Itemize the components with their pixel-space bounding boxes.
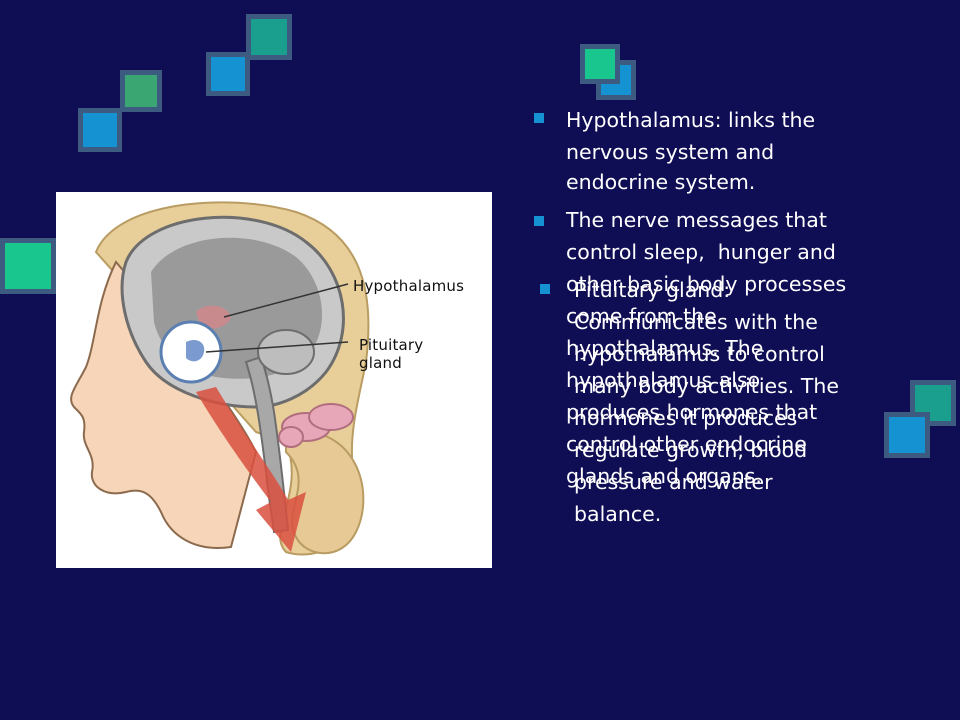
bullet-marker: [534, 113, 544, 123]
bullet-text-line: hypothalamus to control: [574, 342, 825, 366]
bullet-marker: [540, 284, 550, 294]
bullet-text-line: pressure and water: [574, 470, 773, 494]
bullet-text-line: regulate growth, blood: [574, 438, 808, 462]
label-pituitary-line1: Pituitary: [359, 336, 424, 354]
decor-square: [246, 14, 292, 60]
bullet-text-line: glands and organs.: [566, 464, 762, 488]
bullet-text-line: control sleep, hunger and: [566, 240, 836, 264]
bullet-text-line: The nerve messages that: [566, 208, 827, 232]
bullet-text-line: many body activities. The: [574, 374, 839, 398]
label-pituitary-line2: gland: [359, 354, 402, 372]
decor-square: [580, 44, 620, 84]
bullet-text-line: control other endocrine: [566, 432, 807, 456]
label-hypothalamus: Hypothalamus: [353, 277, 465, 295]
bullet-text-line: come from the: [566, 304, 717, 328]
bullet-text-line: other basic body processes: [566, 272, 847, 296]
bullet-text-line: Hypothalamus: links the: [566, 108, 816, 132]
bullet-text-line: nervous system and: [566, 140, 775, 164]
bullet-text-line: hypothalamus also: [566, 368, 761, 392]
bullet-text-line: produces hormones that: [566, 400, 818, 424]
bullet-text-line: Communicates with the: [574, 310, 818, 334]
bullet-text-line: hormones it produces: [574, 406, 798, 430]
decor-square: [206, 52, 250, 96]
decor-square: [884, 412, 930, 458]
decor-square: [120, 70, 162, 112]
brain-diagram: Hypothalamus Pituitary gland: [56, 192, 492, 568]
bullet-marker: [534, 216, 544, 226]
bullet-text-line: hypothalamus. The: [566, 336, 764, 360]
decor-square: [0, 238, 56, 294]
decor-square: [78, 108, 122, 152]
bullet-text-line: Pituitary gland:: [574, 278, 731, 302]
head-illustration: [70, 201, 370, 556]
bullet-text-line: balance.: [574, 502, 662, 526]
bullet-text-line: endocrine system.: [566, 170, 756, 194]
